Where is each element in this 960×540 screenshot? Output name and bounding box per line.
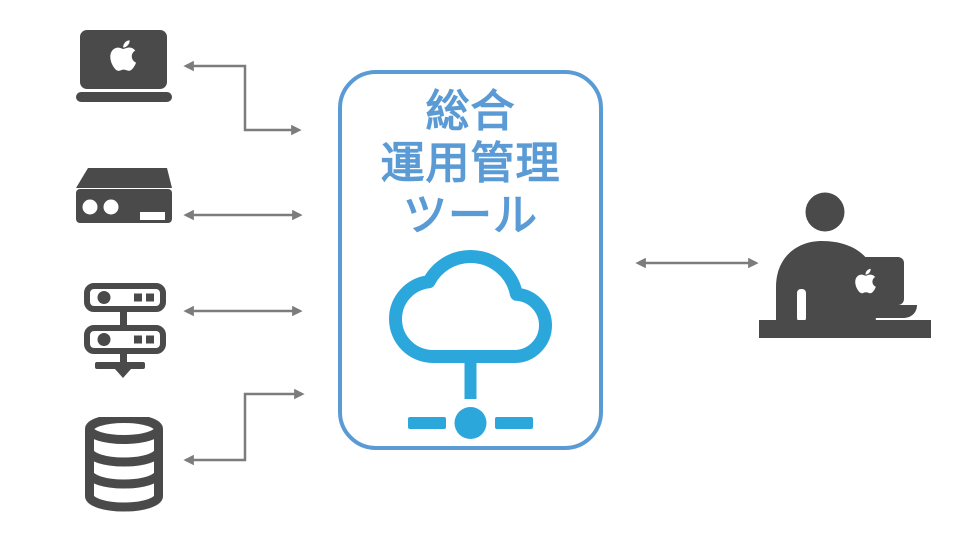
apple-logo-icon <box>110 40 137 71</box>
server-stack-icon <box>84 283 166 378</box>
operator-at-desk-icon <box>759 192 931 338</box>
cloud-network-icon <box>388 250 552 439</box>
apple-logo-icon <box>855 268 876 294</box>
person-head <box>805 192 845 232</box>
arrow-database-tool <box>183 388 305 466</box>
macbook-laptop-icon <box>76 30 172 102</box>
management-tool-title: 総合 運用管理 ツール <box>342 74 599 242</box>
title-line-3: ツール <box>403 191 538 240</box>
database-icon <box>85 417 163 512</box>
title-line-1: 総合 <box>425 87 516 136</box>
network-appliance-icon <box>76 168 172 223</box>
title-line-2: 運用管理 <box>380 139 561 188</box>
laptop-base <box>817 305 917 318</box>
desk <box>759 320 931 338</box>
arrow-macbook-tool <box>183 60 302 136</box>
management-tool-box: 総合 運用管理 ツール <box>338 70 603 450</box>
